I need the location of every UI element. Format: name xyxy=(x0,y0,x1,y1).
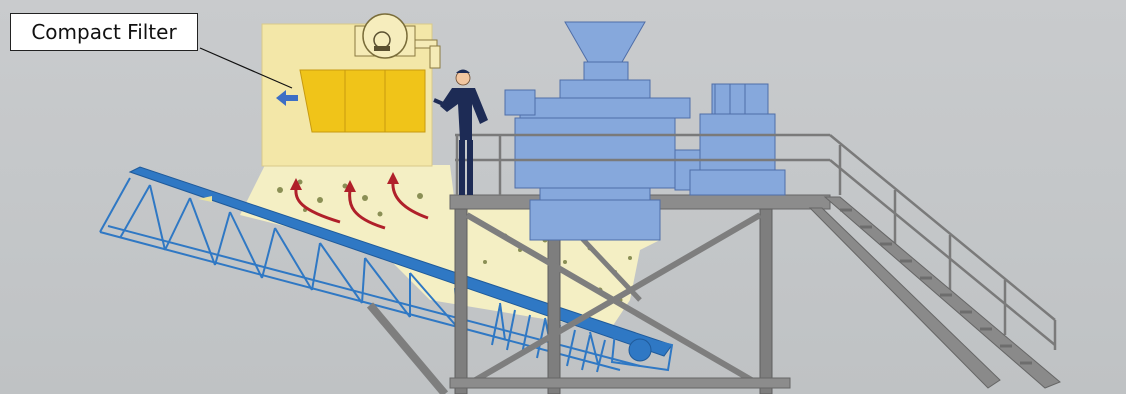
compact-filter-callout-text: Compact Filter xyxy=(31,20,176,44)
compact-filter-callout: Compact Filter xyxy=(10,13,198,51)
compact-filter xyxy=(262,14,440,166)
